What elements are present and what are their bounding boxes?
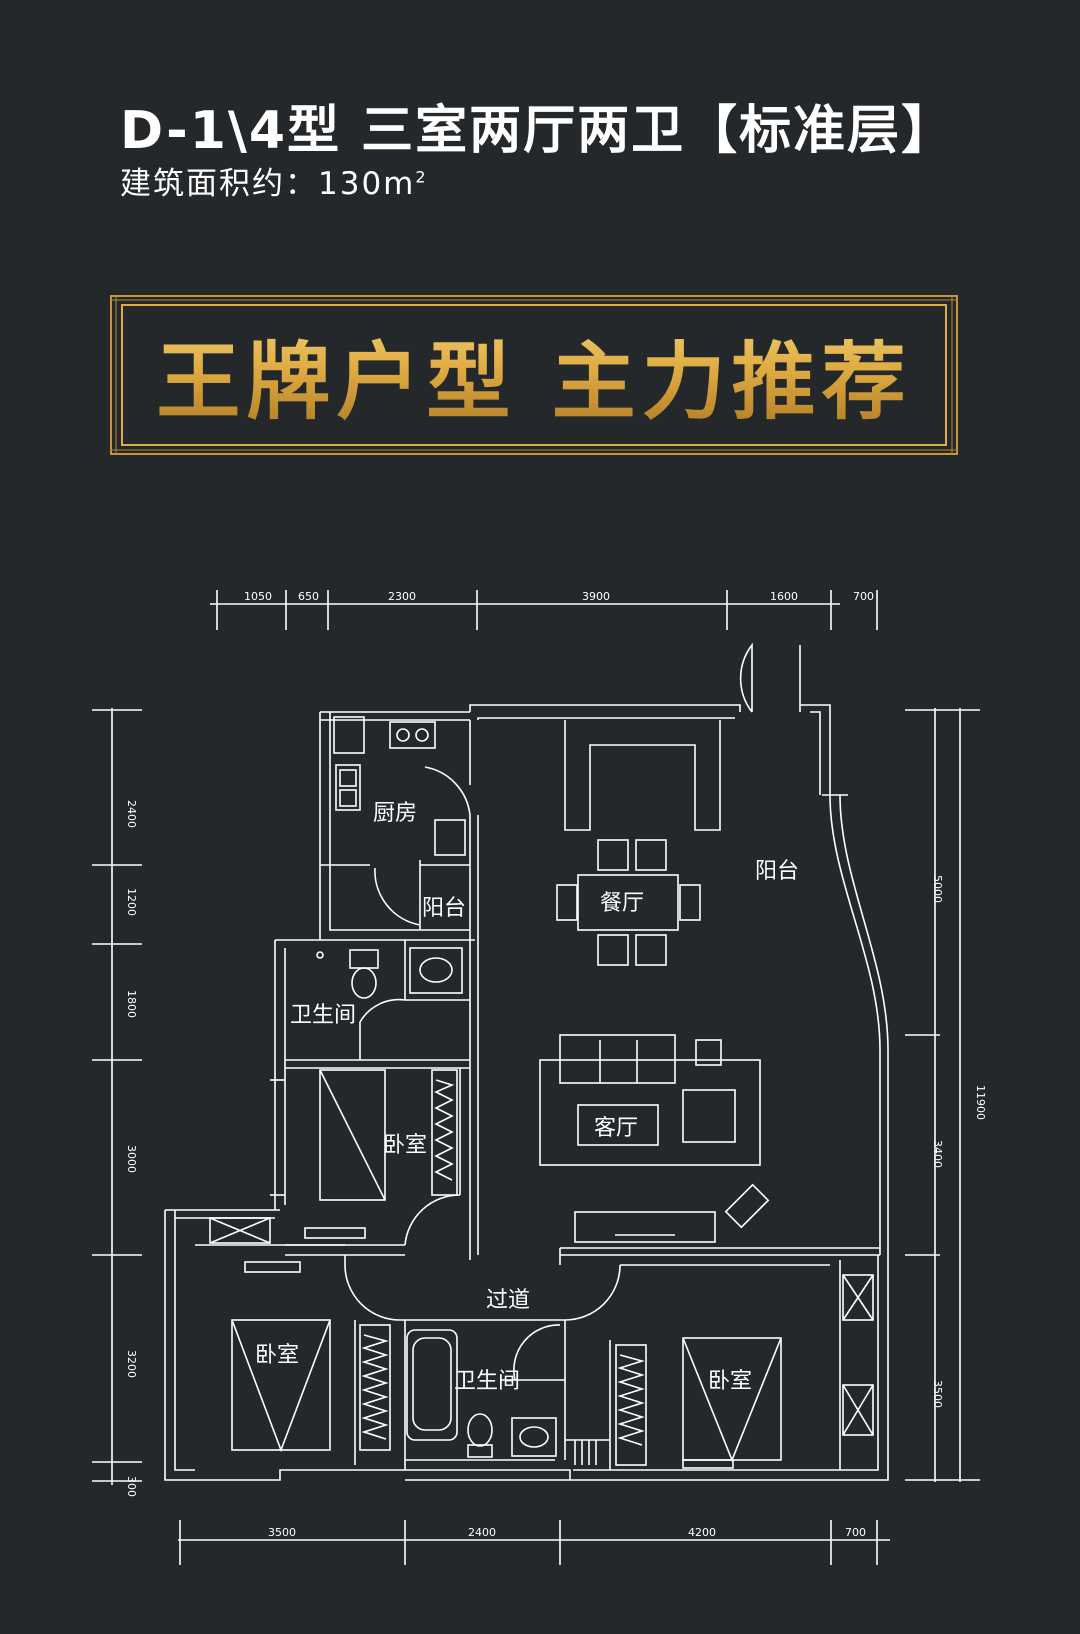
dim-texts-right: 5000 3400 3500 11900 bbox=[931, 875, 987, 1408]
label-bedroom-mid: 卧室 bbox=[383, 1133, 427, 1158]
label-bath-upper: 卫生间 bbox=[290, 1003, 356, 1028]
dim-bottom-2: 2400 bbox=[468, 1526, 496, 1539]
slogan-text: 王牌户型 主力推荐 bbox=[110, 295, 958, 455]
label-living: 客厅 bbox=[594, 1116, 638, 1141]
dim-top-6: 700 bbox=[853, 590, 874, 603]
label-bedroom-right: 卧室 bbox=[708, 1369, 752, 1394]
label-dining: 餐厅 bbox=[600, 891, 644, 916]
dim-left-5: 3200 bbox=[125, 1350, 138, 1378]
dim-bottom-4: 700 bbox=[845, 1526, 866, 1539]
dim-top-4: 3900 bbox=[582, 590, 610, 603]
label-small-balcony: 阳台 bbox=[422, 896, 466, 921]
label-kitchen: 厨房 bbox=[373, 801, 417, 826]
area-unit-sup: 2 bbox=[415, 167, 428, 187]
dim-right-2: 3400 bbox=[931, 1140, 944, 1168]
dim-texts-bottom: 3500 2400 4200 700 bbox=[268, 1526, 866, 1539]
dim-right-total: 11900 bbox=[974, 1085, 987, 1120]
dim-left-6: 300 bbox=[125, 1476, 138, 1497]
plan-lines bbox=[92, 590, 980, 1565]
page-title: D-1\4型 三室两厅两卫【标准层】 bbox=[120, 101, 956, 161]
dim-texts-top: 1050 650 2300 3900 1600 700 bbox=[244, 590, 874, 603]
dim-bottom-1: 3500 bbox=[268, 1526, 296, 1539]
outer-walls bbox=[164, 642, 889, 1481]
dim-top-5: 1600 bbox=[770, 590, 798, 603]
label-bath-lower: 卫生间 bbox=[454, 1369, 520, 1394]
label-corridor: 过道 bbox=[486, 1288, 530, 1313]
area-line: 建筑面积约：130m2 bbox=[120, 158, 428, 203]
interior-walls bbox=[195, 720, 830, 1470]
dim-left-3: 1800 bbox=[125, 990, 138, 1018]
label-big-balcony: 阳台 bbox=[755, 859, 799, 884]
fixtures bbox=[209, 716, 874, 1469]
area-label: 建筑面积约： bbox=[120, 166, 318, 202]
dim-right-1: 5000 bbox=[931, 875, 944, 903]
dim-left-4: 3000 bbox=[125, 1145, 138, 1173]
slogan-frame: 王牌户型 主力推荐 bbox=[110, 295, 958, 455]
label-bedroom-left: 卧室 bbox=[255, 1343, 299, 1368]
room-labels: 厨房 阳台 餐厅 阳台 卫生间 卧室 客厅 过道 卧室 卫生间 卧室 bbox=[255, 801, 799, 1394]
dim-bottom-3: 4200 bbox=[688, 1526, 716, 1539]
dim-top-1: 1050 bbox=[244, 590, 272, 603]
gold-frame bbox=[110, 295, 958, 455]
dim-right bbox=[905, 708, 980, 1482]
dim-texts-left: 2400 1200 1800 3000 3200 300 bbox=[125, 800, 138, 1497]
dim-right-3: 3500 bbox=[931, 1380, 944, 1408]
dim-top-2: 650 bbox=[298, 590, 319, 603]
dim-top-3: 2300 bbox=[388, 590, 416, 603]
dim-bottom bbox=[178, 1520, 890, 1565]
dim-left-1: 2400 bbox=[125, 800, 138, 828]
area-value: 130m bbox=[318, 166, 416, 202]
dim-left bbox=[92, 708, 142, 1485]
dim-top bbox=[210, 590, 878, 630]
dim-left-2: 1200 bbox=[125, 888, 138, 916]
